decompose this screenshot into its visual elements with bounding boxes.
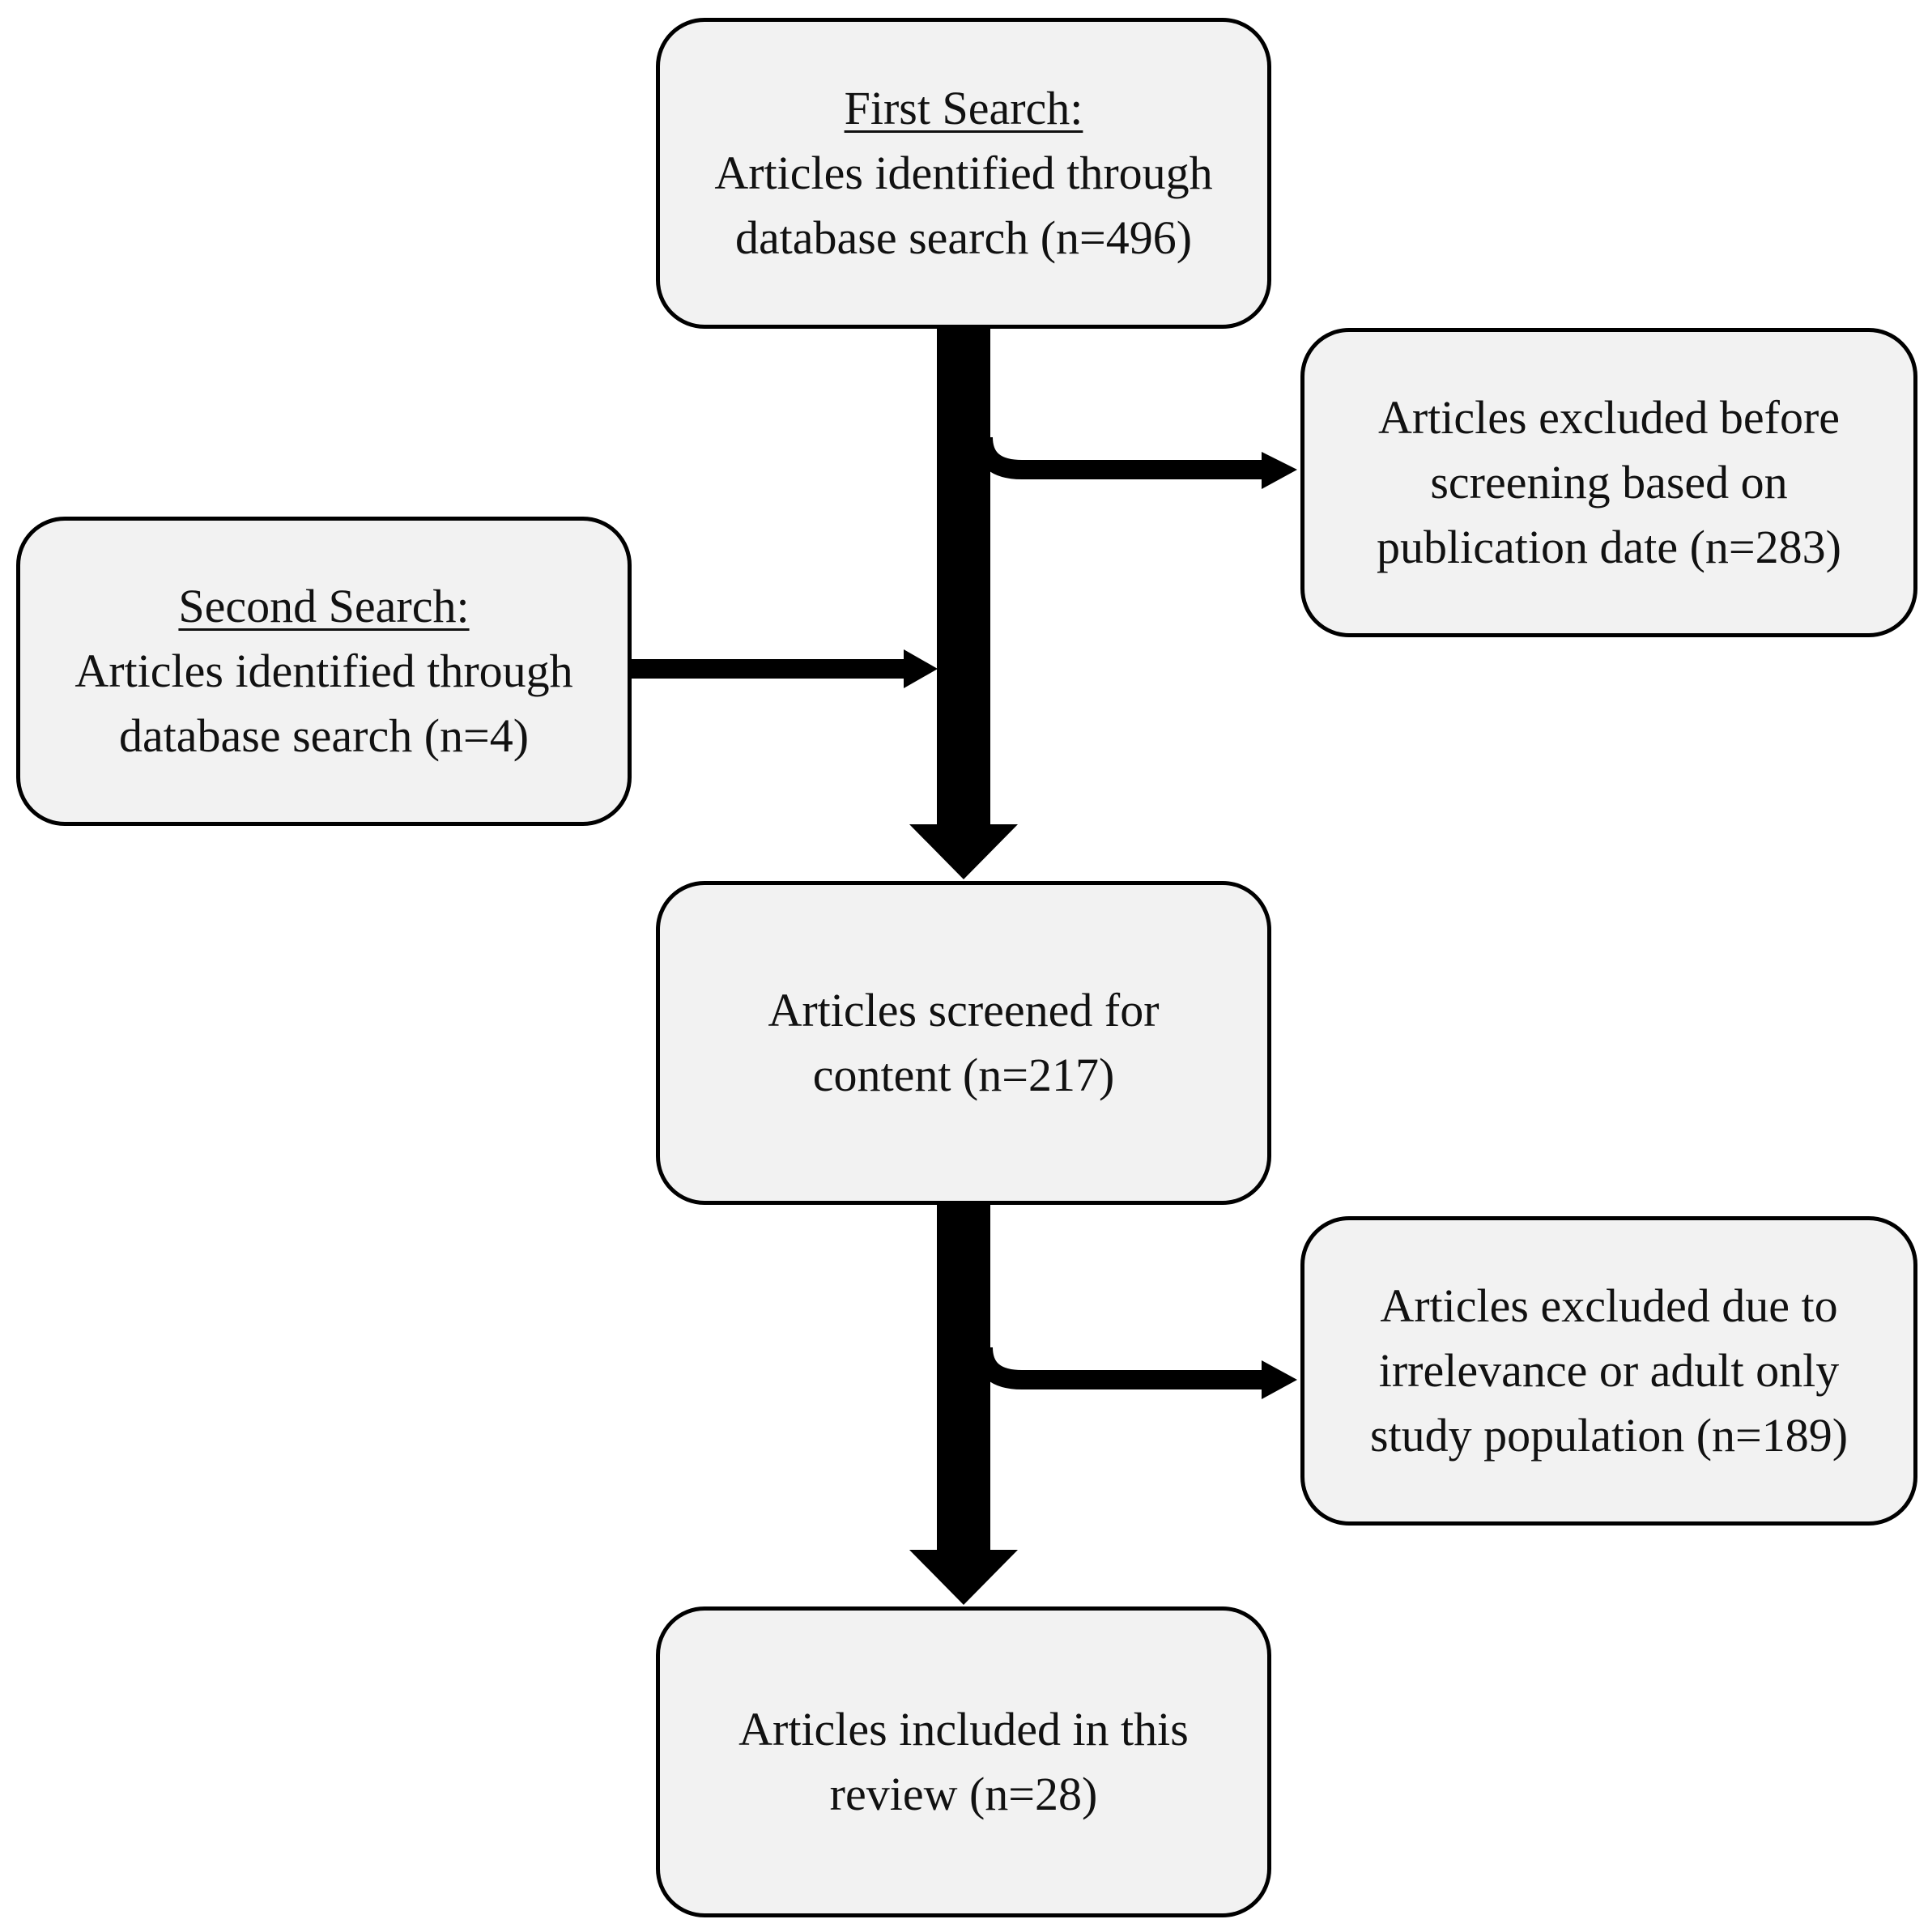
included-line-1: Articles included in this [738, 1703, 1189, 1755]
arrow-to-excluded-irrelevance [973, 1347, 1263, 1389]
second-search-heading: Second Search: [178, 580, 470, 632]
second-search-line-1: Articles identified through [74, 645, 573, 697]
arrowhead-excluded-irrelevance [1262, 1360, 1297, 1399]
excluded-before-screening-line-3: publication date (n=283) [1377, 521, 1841, 573]
screened-line-2: content (n=217) [812, 1049, 1115, 1101]
arrow-first-to-screened [909, 329, 1018, 879]
first-search-line-2: database search (n=496) [734, 211, 1193, 264]
arrowhead-excluded-date [1262, 452, 1297, 489]
second-search-box: Second Search: Articles identified throu… [16, 517, 632, 826]
screened-line-1: Articles screened for [768, 984, 1160, 1036]
included-box: Articles included in this review (n=28) [656, 1606, 1271, 1917]
first-search-box: First Search: Articles identified throug… [656, 18, 1271, 329]
included-line-2: review (n=28) [829, 1768, 1098, 1820]
excluded-before-screening-line-1: Articles excluded before [1377, 391, 1841, 444]
excluded-irrelevance-line-3: study population (n=189) [1369, 1409, 1849, 1462]
first-search-heading: First Search: [844, 82, 1083, 134]
excluded-irrelevance-line-2: irrelevance or adult only [1378, 1344, 1840, 1397]
excluded-before-screening-line-2: screening based on [1430, 456, 1788, 509]
second-search-line-2: database search (n=4) [118, 709, 530, 762]
excluded-before-screening-box: Articles excluded before screening based… [1300, 328, 1917, 637]
screened-box: Articles screened for content (n=217) [656, 881, 1271, 1205]
excluded-irrelevance-box: Articles excluded due to irrelevance or … [1300, 1216, 1917, 1526]
arrowhead-second-to-trunk [904, 649, 938, 688]
excluded-irrelevance-line-1: Articles excluded due to [1380, 1279, 1838, 1332]
first-search-line-1: Articles identified through [714, 147, 1213, 199]
arrow-screened-to-included [909, 1205, 1018, 1605]
arrow-to-excluded-date [973, 436, 1263, 479]
